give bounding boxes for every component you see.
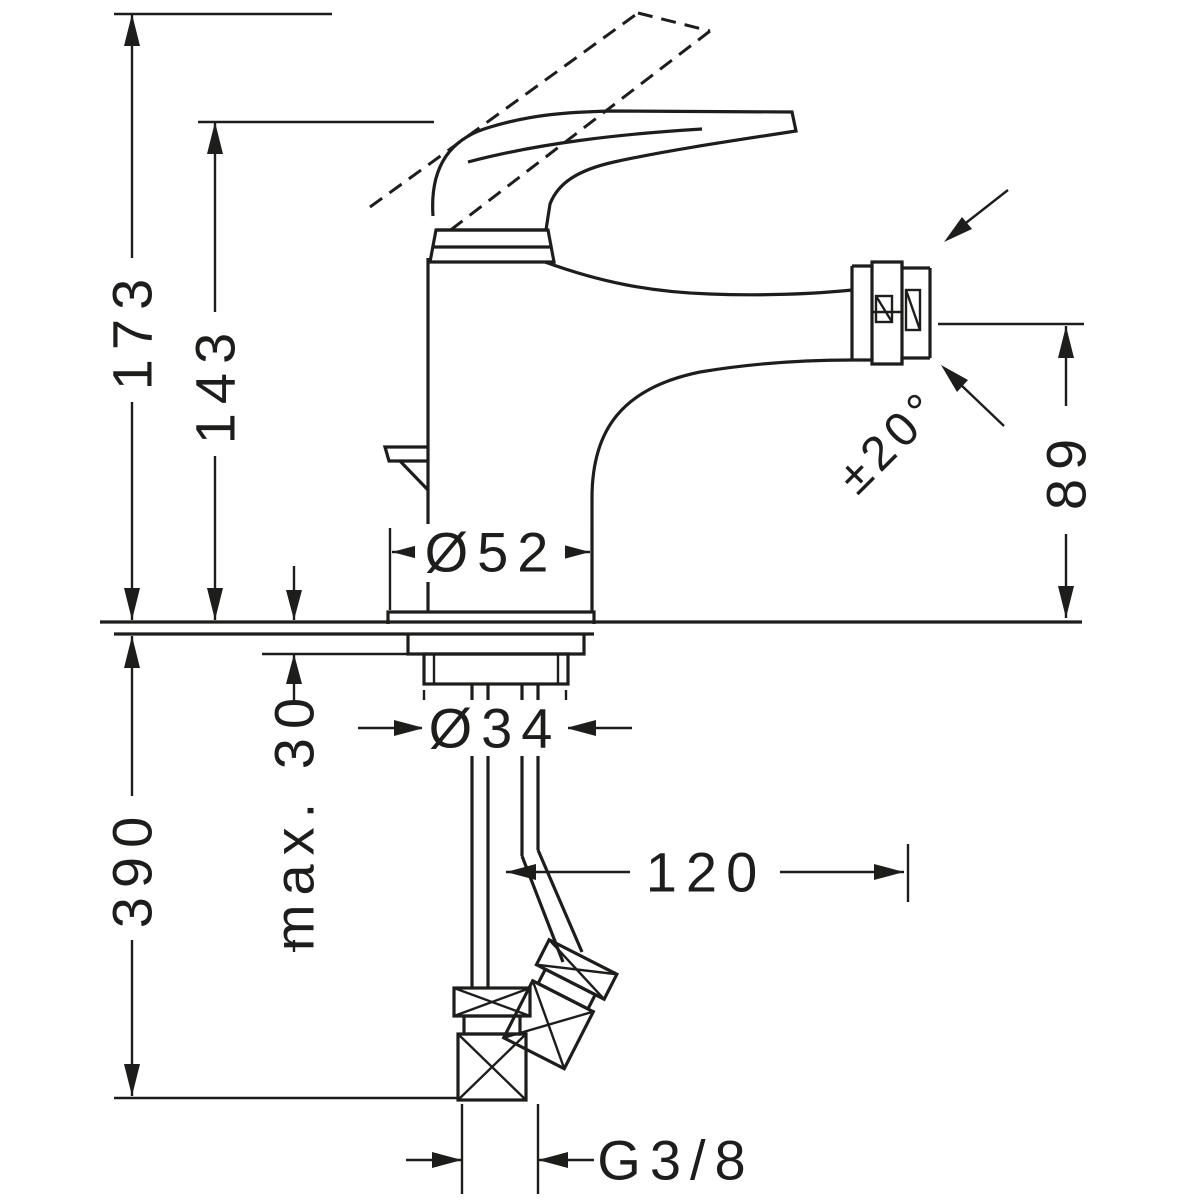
overall-height-label: 173	[101, 270, 164, 390]
spray-head	[850, 260, 932, 366]
outlet-height-label: 89	[1035, 430, 1098, 510]
dim-spray-angle-arrows	[941, 189, 1009, 427]
hose-connector-right	[501, 937, 620, 1071]
spray-angle-label: ±20°	[828, 380, 952, 504]
shank-diameter-label: Ø34	[429, 697, 562, 760]
faucet-body	[382, 258, 853, 624]
body-height-label: 143	[184, 324, 247, 444]
hose-length-label: 390	[101, 808, 164, 928]
label-backgrounds	[106, 258, 1092, 1190]
dim-base-diameter	[388, 528, 594, 610]
spout-reach-label: 120	[646, 841, 766, 904]
counter-lines	[100, 620, 1082, 636]
max-deck-thickness-label: max. 30	[263, 689, 326, 951]
lever-handle	[428, 109, 798, 264]
base-diameter-label: Ø52	[425, 521, 558, 584]
lever-raised-position-dashed	[369, 11, 711, 234]
dim-connection-thread	[406, 1104, 594, 1194]
mounting-hardware	[262, 634, 586, 686]
connection-thread-label: G3/8	[597, 1129, 754, 1192]
